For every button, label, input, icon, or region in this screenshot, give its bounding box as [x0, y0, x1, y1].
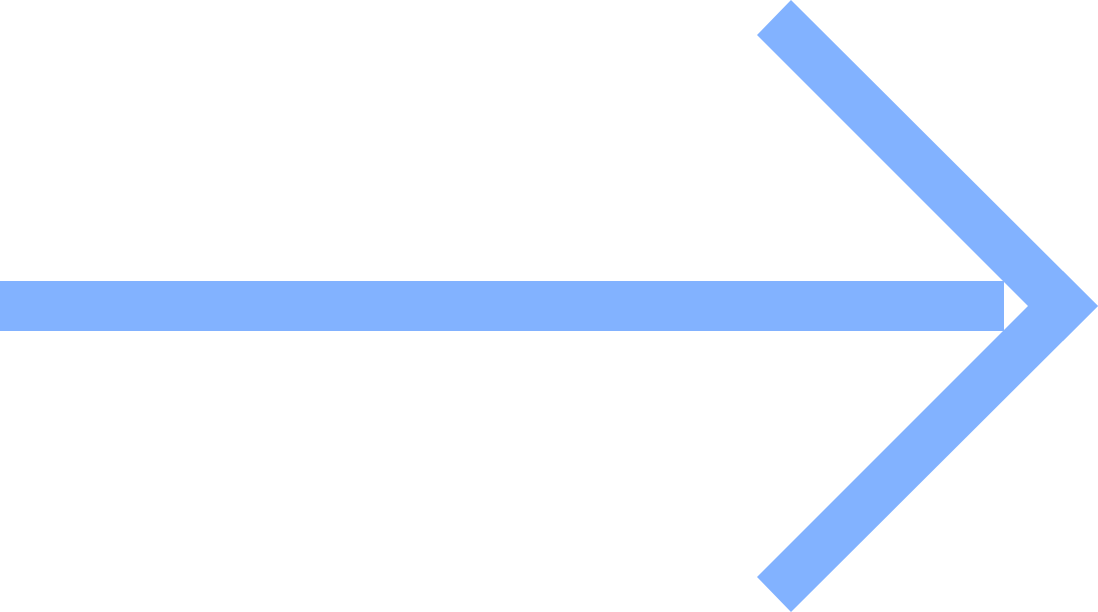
arrow-shaft [0, 281, 1004, 331]
arrow-head-upper [757, 0, 1098, 341]
arrow-head-lower [757, 271, 1098, 612]
